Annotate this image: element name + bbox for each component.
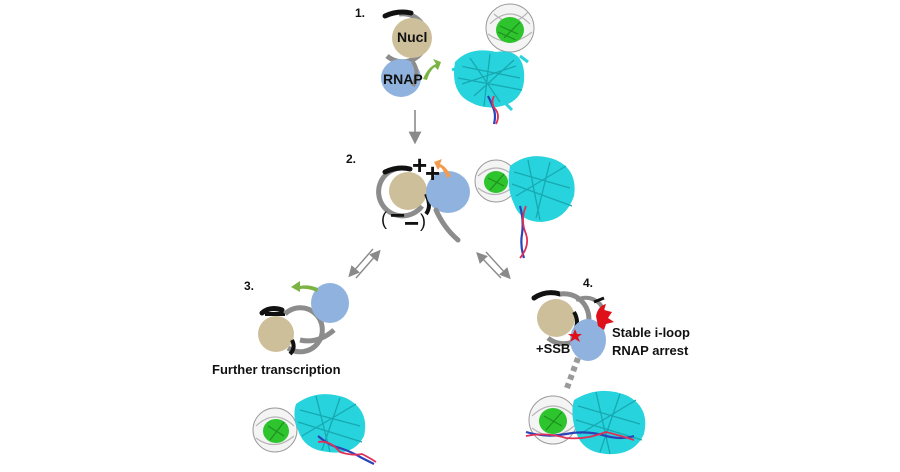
nucleosome: [392, 18, 432, 58]
star-icon: [568, 329, 582, 342]
further-transcription-label: Further transcription: [212, 362, 341, 377]
nucleosome: [537, 299, 575, 337]
rnap: [311, 283, 349, 323]
histone-octamer-model: [485, 3, 535, 53]
step-number-2: 2.: [346, 152, 357, 166]
step3-cartoon: [258, 281, 349, 356]
paren-close: ): [420, 211, 426, 231]
nucleosome: [389, 172, 427, 210]
rnap-label: RNAP: [383, 71, 423, 87]
green-curved-arrow-icon: [423, 59, 441, 80]
step2-cartoon: [376, 159, 470, 243]
dna-helix: [487, 95, 499, 125]
step-number-4: 4.: [583, 276, 594, 290]
negative-supercoil-sign: −: [390, 200, 406, 230]
step-number-1: 1.: [355, 6, 366, 20]
step3-molecular-model: [252, 394, 377, 465]
dna-helix: [525, 430, 635, 441]
dna-helix: [518, 205, 529, 259]
step2-molecular-model: [474, 156, 575, 259]
nucleosome-label: Nucl: [397, 29, 428, 45]
stable-iloop-label: Stable i-loop: [612, 325, 690, 340]
histone-octamer-model: [474, 159, 518, 203]
rnap-model: [451, 50, 529, 112]
paren-open: (: [381, 209, 387, 229]
step4-molecular-model: [525, 390, 646, 455]
ssb-label: +SSB: [536, 341, 571, 356]
negative-supercoil-sign: −: [404, 208, 420, 238]
rnap: [381, 59, 421, 97]
nucleosome: [258, 316, 294, 352]
histone-octamer-model: [528, 395, 578, 445]
equilibrium-arrow-icon: [476, 251, 511, 280]
dna-helix: [317, 435, 377, 465]
step-number-3: 3.: [244, 279, 255, 293]
rnap-model: [294, 394, 366, 453]
step1-cartoon: [381, 9, 441, 97]
orange-curved-arrow-icon: [434, 159, 451, 178]
rnap-model: [508, 156, 575, 222]
equilibrium-arrow-icon: [348, 248, 381, 279]
ssb-dashed-strand: [564, 356, 581, 390]
green-curved-arrow-icon: [291, 281, 318, 292]
rnap-arrest-label: RNAP arrest: [612, 343, 689, 358]
positive-supercoil-sign: +: [425, 158, 441, 188]
step1-molecular-model: [451, 3, 535, 125]
positive-supercoil-sign: +: [412, 150, 428, 180]
rnap: [426, 171, 470, 213]
rnap-model: [572, 390, 646, 455]
step4-cartoon: [531, 290, 614, 390]
red-arrow-icon: [596, 304, 614, 330]
rnap: [570, 319, 606, 361]
histone-octamer-model: [252, 407, 298, 453]
